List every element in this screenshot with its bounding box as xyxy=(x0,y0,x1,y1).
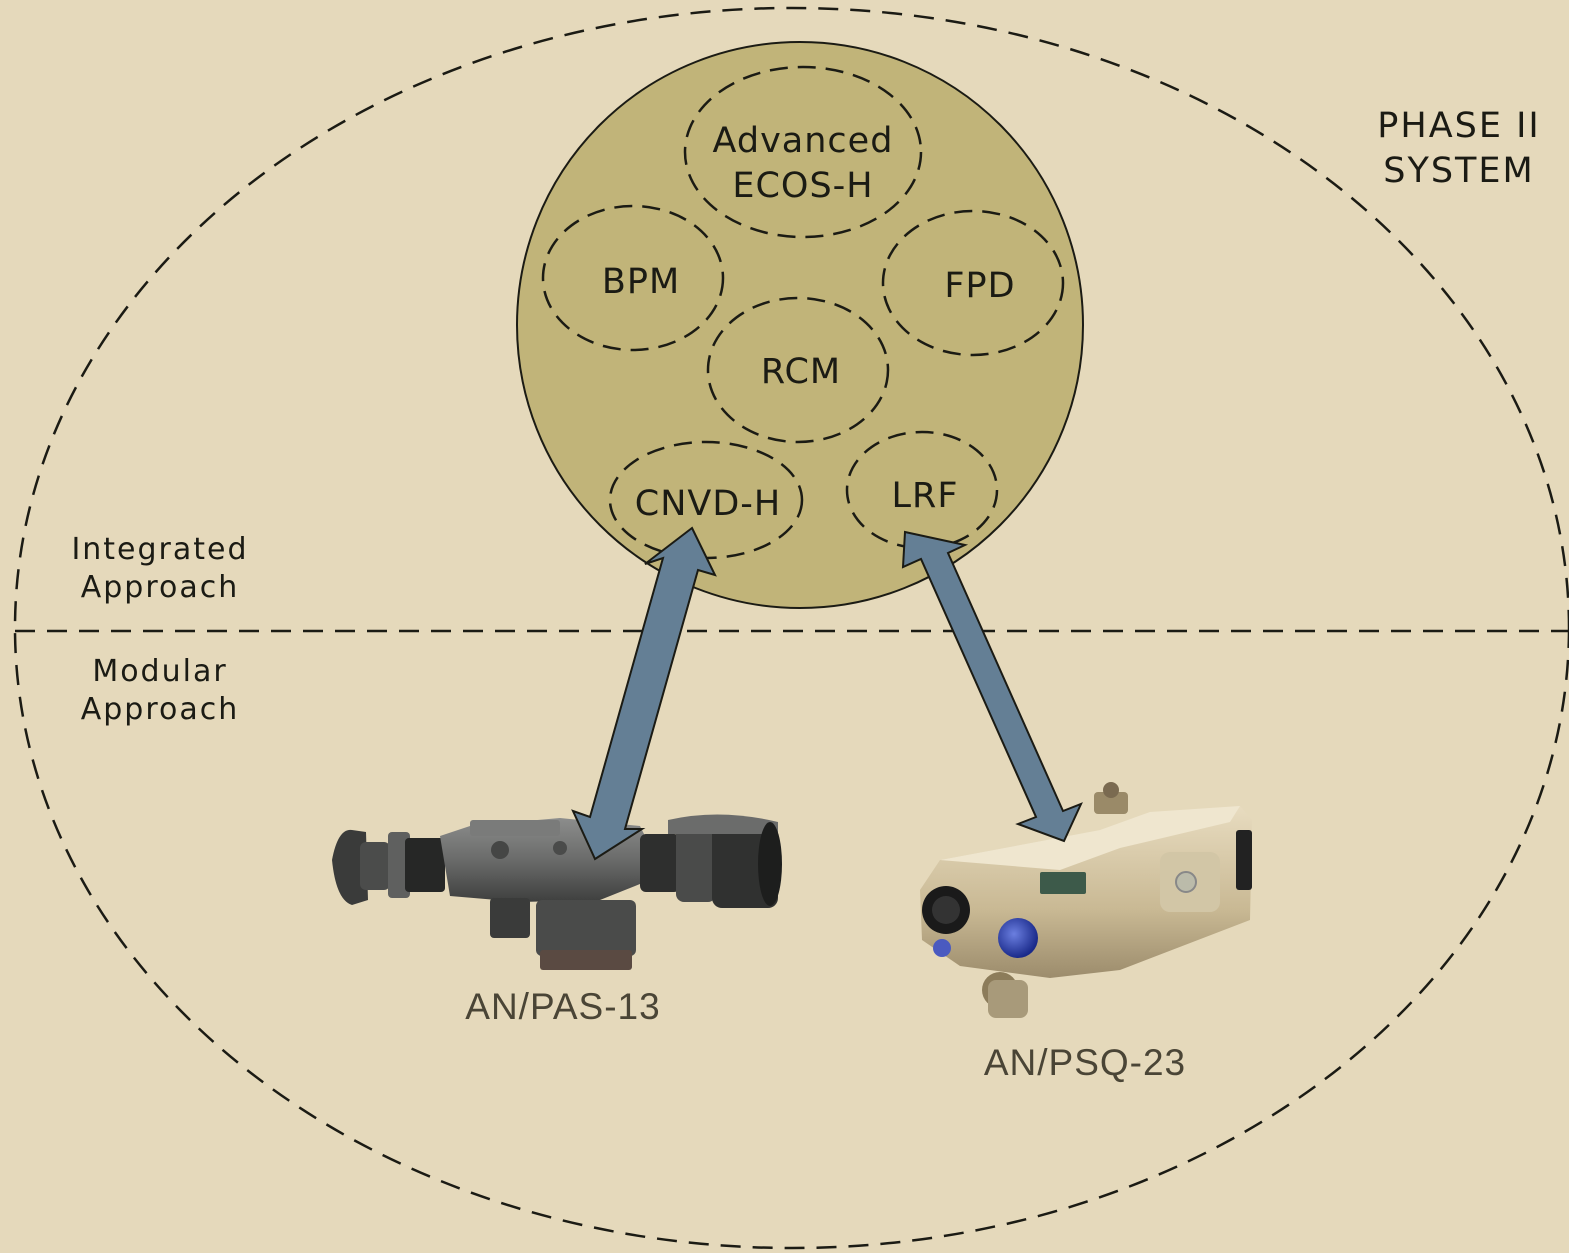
module-label-rcm: RCM xyxy=(761,352,841,392)
module-label-fpd: FPD xyxy=(944,266,1015,306)
module-lrf: LRF xyxy=(845,430,999,550)
phase-ii-system-boundary xyxy=(13,6,1569,1250)
integrated-system-circle xyxy=(516,41,1084,609)
module-advanced-ecos-h: Advanced ECOS-H xyxy=(683,65,923,239)
phase-label-line2: SYSTEM xyxy=(1383,151,1535,191)
module-label-cnvd-h: CNVD-H xyxy=(635,484,781,524)
integrated-approach-line1: Integrated xyxy=(71,532,248,567)
module-bpm: BPM xyxy=(541,204,725,352)
an-psq-23-image xyxy=(920,782,1252,1018)
arrow-cnvd-to-pas13 xyxy=(571,526,717,861)
phase-label-line1: PHASE II xyxy=(1377,106,1540,146)
an-pas-13-image xyxy=(332,814,782,970)
module-label-lrf: LRF xyxy=(892,476,959,516)
module-label-ecos-h: ECOS-H xyxy=(732,166,873,206)
modular-approach-line2: Approach xyxy=(81,692,240,727)
integrated-approach-line2: Approach xyxy=(81,570,240,605)
module-fpd: FPD xyxy=(881,209,1065,357)
device-label-an-pas-13: AN/PAS-13 xyxy=(465,986,660,1027)
arrow-lrf-to-psq23 xyxy=(901,530,1083,843)
device-label-an-psq-23: AN/PSQ-23 xyxy=(984,1042,1186,1083)
module-label-bpm: BPM xyxy=(602,262,680,302)
module-label-advanced: Advanced xyxy=(713,121,894,161)
module-rcm: RCM xyxy=(706,296,890,444)
modular-approach-line1: Modular xyxy=(92,654,227,689)
